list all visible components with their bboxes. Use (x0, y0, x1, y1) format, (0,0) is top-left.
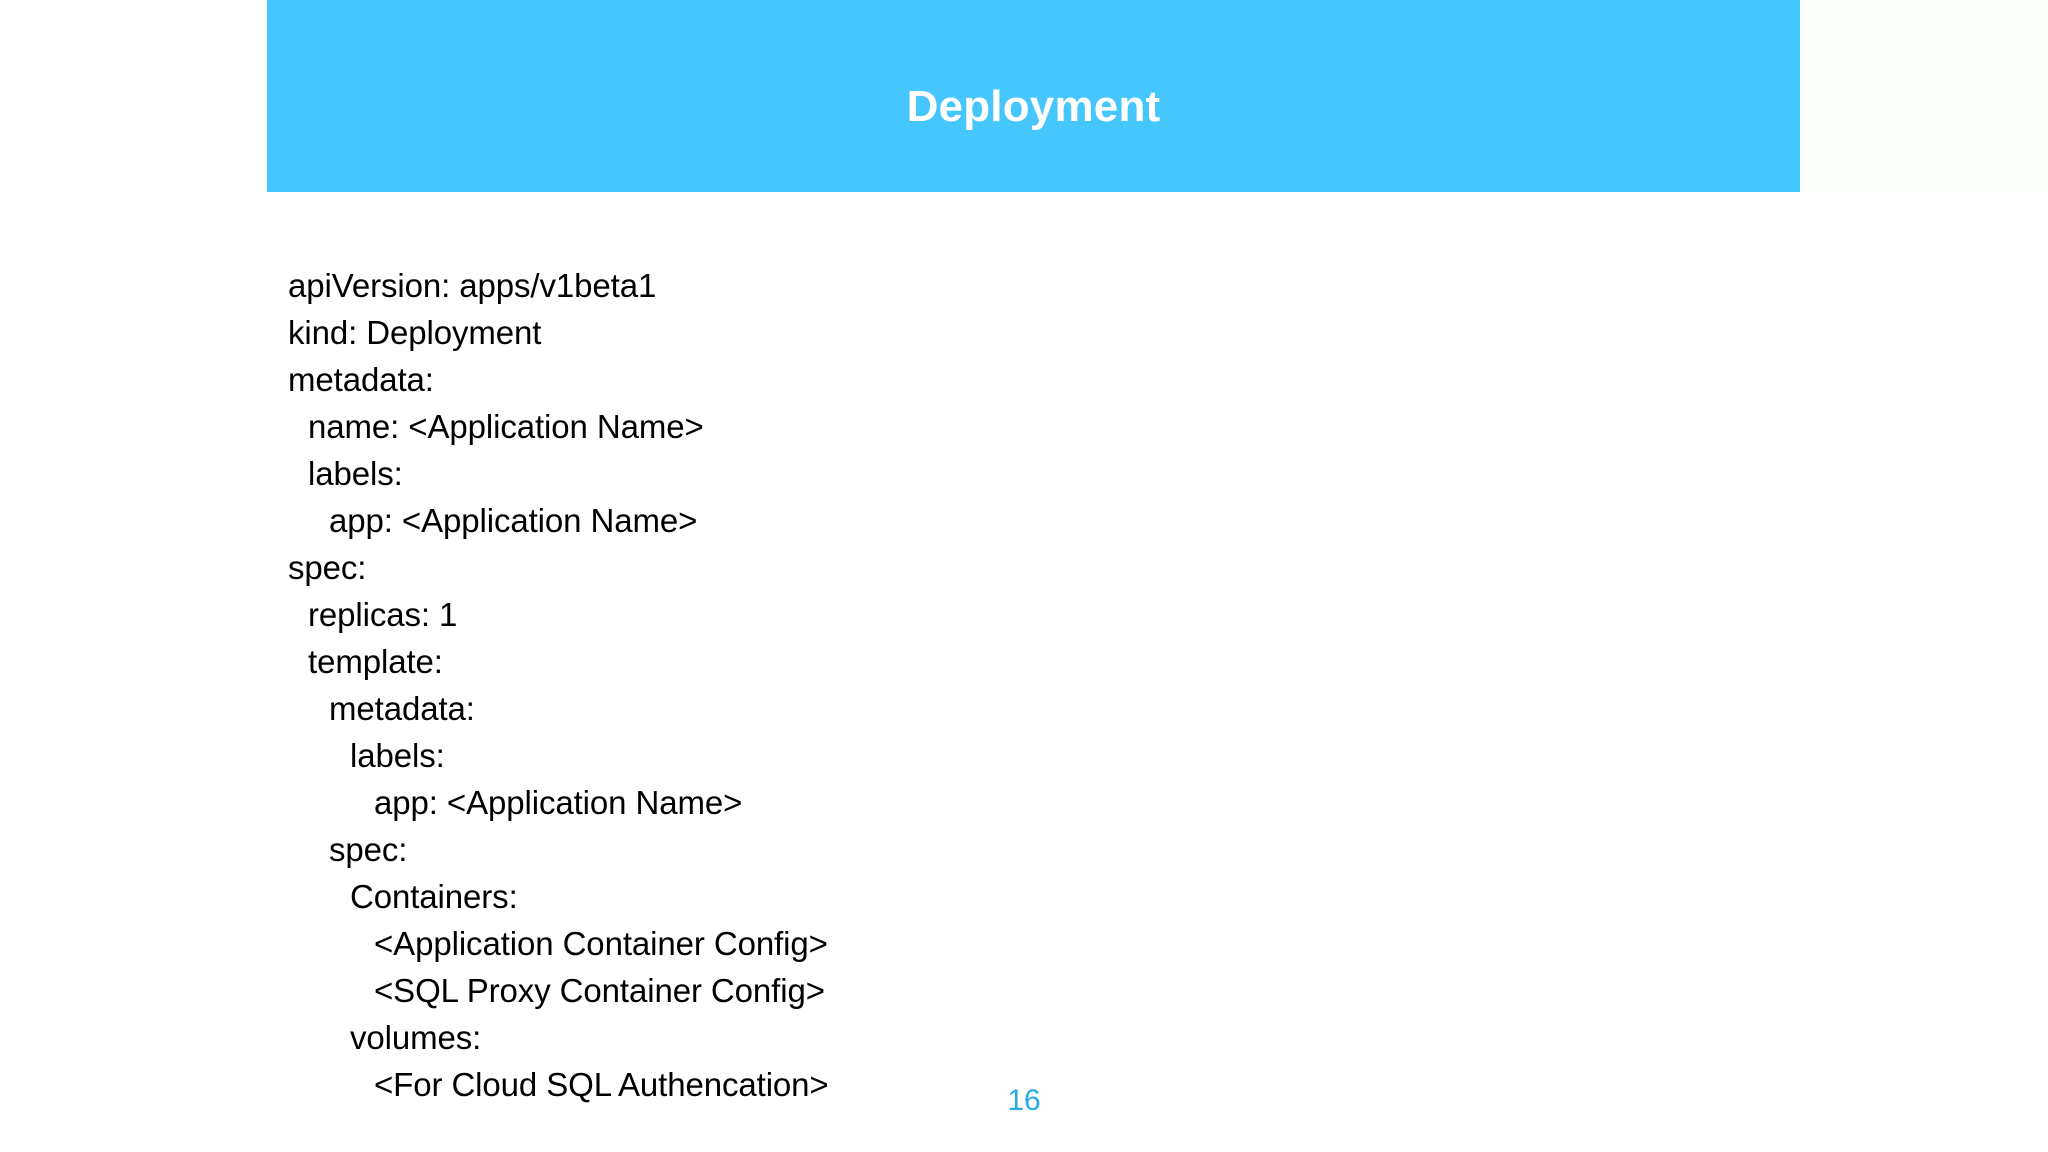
code-line: volumes: (350, 1019, 482, 1056)
code-line: app: <Application Name> (329, 502, 698, 539)
code-line: spec: (329, 831, 408, 868)
code-line: replicas: 1 (308, 596, 458, 633)
code-line: apiVersion: apps/v1beta1 (288, 267, 657, 304)
title-band: Deployment (267, 0, 1800, 192)
code-line: Containers: (350, 878, 518, 915)
page-title: Deployment (906, 82, 1161, 131)
code-line: <SQL Proxy Container Config> (374, 972, 825, 1009)
code-line: labels: (308, 455, 403, 492)
title-band-side-panel (1800, 0, 2048, 192)
code-line: kind: Deployment (288, 314, 542, 351)
yaml-code-block: apiVersion: apps/v1beta1 kind: Deployment… (288, 262, 1788, 1108)
code-line: metadata: (329, 690, 475, 727)
code-line: metadata: (288, 361, 434, 398)
code-line: <Application Container Config> (374, 925, 828, 962)
code-line: app: <Application Name> (374, 784, 743, 821)
code-line: labels: (350, 737, 445, 774)
code-line: <For Cloud SQL Authencation> (374, 1066, 829, 1103)
page-number: 16 (1007, 1084, 1041, 1117)
code-line: template: (308, 643, 443, 680)
code-line: name: <Application Name> (308, 408, 704, 445)
code-line: spec: (288, 549, 367, 586)
